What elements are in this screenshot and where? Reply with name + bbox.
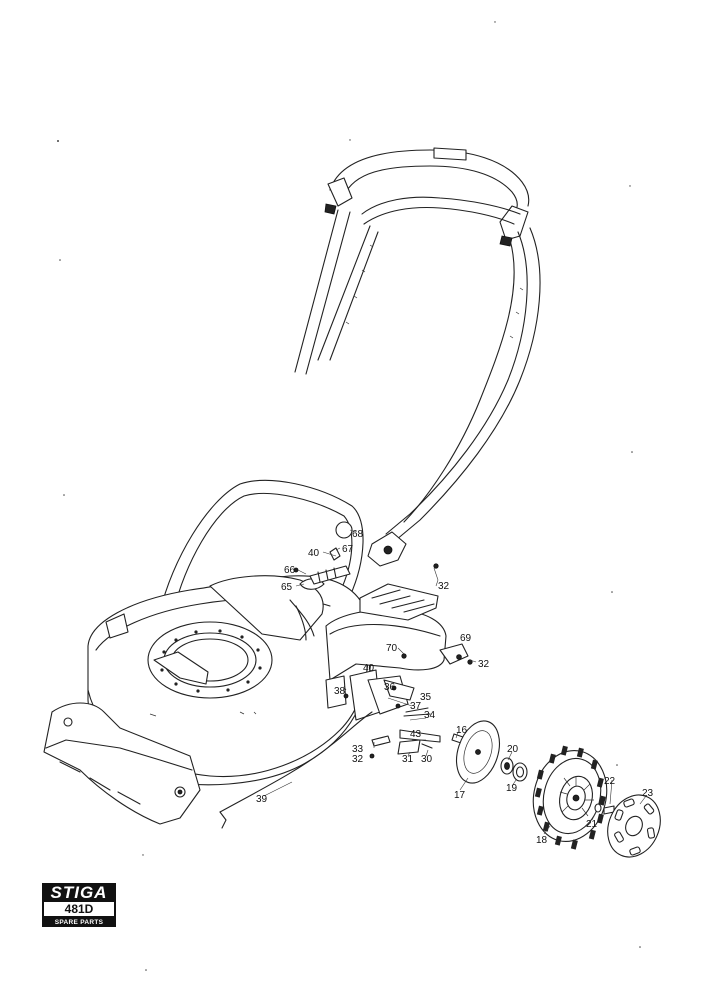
callout-32-top: 32 — [438, 581, 450, 592]
callout-35: 35 — [420, 692, 432, 703]
callout-68: 68 — [352, 529, 364, 540]
callout-43: 43 — [410, 729, 422, 740]
callout-67: 67 — [342, 544, 354, 555]
mower-deck — [43, 575, 373, 825]
callout-40-side: 40 — [363, 663, 375, 674]
callout-21: 21 — [586, 819, 598, 830]
callout-34: 34 — [424, 710, 436, 721]
callout-16: 16 — [456, 725, 468, 736]
callout-70: 70 — [386, 643, 398, 654]
callout-22: 22 — [604, 776, 616, 787]
logo-model: 481D — [42, 902, 116, 918]
callout-32-right: 32 — [478, 659, 490, 670]
callout-38: 38 — [334, 686, 346, 697]
callout-39: 39 — [256, 794, 268, 805]
logo-brand: STIGA — [42, 883, 116, 902]
callout-20: 20 — [507, 744, 519, 755]
top-fasteners — [293, 521, 353, 590]
logo-subtitle: SPARE PARTS — [42, 918, 116, 927]
callout-65: 65 — [281, 582, 293, 593]
callout-19: 19 — [506, 783, 518, 794]
callout-labels: 68 67 40 66 65 32 70 69 32 40 36 35 38 3… — [256, 529, 654, 846]
leader-lines — [263, 529, 647, 835]
callout-23: 23 — [642, 788, 654, 799]
callout-30: 30 — [421, 754, 433, 765]
rear-frame — [219, 563, 473, 829]
wheel-assembly — [451, 720, 661, 858]
callout-31: 31 — [402, 754, 414, 765]
handle-assembly — [294, 147, 541, 567]
callout-66: 66 — [284, 565, 296, 576]
callout-17: 17 — [454, 790, 466, 801]
callout-33: 33 — [352, 744, 364, 755]
callout-37: 37 — [410, 701, 422, 712]
callout-18: 18 — [536, 835, 548, 846]
callout-69: 69 — [460, 633, 472, 644]
callout-36: 36 — [384, 682, 396, 693]
scan-specks — [57, 21, 641, 971]
callout-32-bottom: 32 — [352, 754, 364, 765]
stiga-logo: STIGA 481D SPARE PARTS — [42, 883, 116, 927]
callout-40-top: 40 — [308, 548, 320, 559]
